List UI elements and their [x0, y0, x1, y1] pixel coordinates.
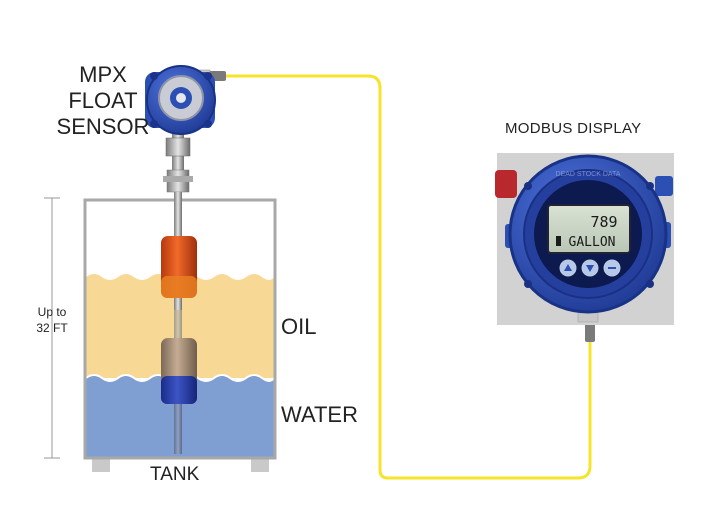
- cable-connector-display: [585, 322, 595, 342]
- water-label: WATER: [281, 402, 358, 427]
- sensor-title-line3: SENSOR: [56, 114, 150, 139]
- sensor-title-line2: FLOAT: [68, 88, 138, 113]
- float-interface: [161, 338, 197, 404]
- display-brand-text: DEAD STOCK DATA: [556, 171, 621, 178]
- lcd-reading: 789: [590, 213, 617, 231]
- display-buttons: [558, 258, 622, 278]
- sensor-head: [145, 65, 216, 135]
- tank-height-line1: Up to: [37, 305, 67, 319]
- oil-label: OIL: [281, 314, 317, 339]
- modbus-display: 789 GALLON DEAD STOCK DATA: [495, 154, 673, 323]
- sensor-title-line1: MPX: [79, 62, 127, 87]
- display-title: MODBUS DISPLAY: [505, 120, 642, 137]
- tank-label: TANK: [150, 464, 200, 485]
- tank-height-label: Up to 32 FT: [30, 304, 74, 336]
- tank-height-line2: 32 FT: [36, 321, 68, 335]
- tank-foot-right: [251, 458, 269, 472]
- float-top: [161, 236, 197, 298]
- signal-cable: [224, 74, 592, 480]
- tank-foot-left: [92, 458, 110, 472]
- lcd-screen: [547, 204, 631, 254]
- lcd-unit: GALLON: [569, 235, 616, 250]
- display-side-plug: [495, 170, 517, 198]
- sensor-title: MPX FLOAT SENSOR: [48, 62, 158, 140]
- height-dimension: [44, 197, 60, 459]
